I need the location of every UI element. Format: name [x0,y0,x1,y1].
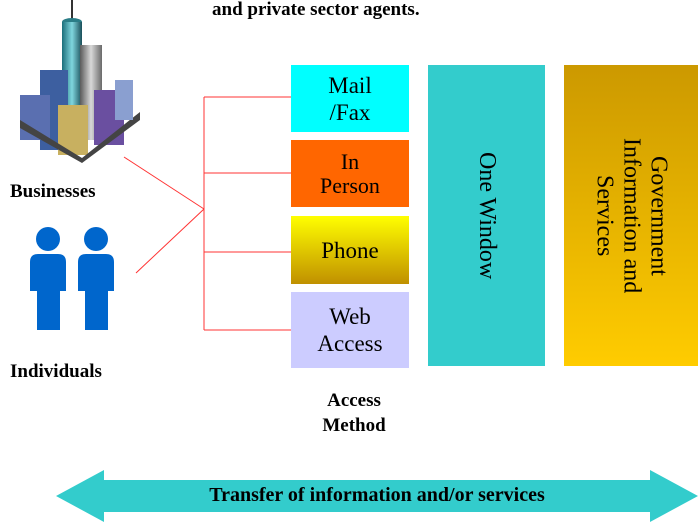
web-access-label-line1: Web [329,304,371,329]
title-text: and private sector agents. [212,0,420,20]
mail-fax-box: Mail /Fax [291,65,409,132]
in-person-label-line2: Person [320,172,380,198]
transfer-double-arrow-icon [56,470,698,522]
access-method-caption: Access Method [298,388,410,438]
government-label-line1: Government [645,155,672,276]
mail-fax-label-line1: Mail [328,72,372,98]
phone-label: Phone [321,237,379,263]
web-access-label-line2: Access [317,331,383,356]
transfer-label: Transfer of information and/or services [209,484,545,506]
one-window-panel: One Window [428,65,545,366]
mail-fax-label-line2: /Fax [329,99,371,125]
individuals-people-icon [30,227,114,330]
web-access-box: Web Access [291,292,409,368]
one-window-label: One Window [474,151,500,280]
individuals-label: Individuals [10,361,102,382]
diagram-title: and private sector agents. [0,0,698,30]
in-person-label-line1: In [340,148,360,174]
government-label-line2: Information and [618,137,645,294]
government-label: Government Information and Services [591,138,672,293]
access-method-caption-line2: Method [322,415,386,436]
access-method-caption-line1: Access [327,390,381,411]
in-person-box: In Person [291,140,409,207]
businesses-label: Businesses [10,181,96,202]
connector-line-businesses [123,156,205,210]
government-label-line3: Services [591,174,618,257]
connector-line-individuals [135,208,205,274]
government-panel: Government Information and Services [564,65,698,366]
phone-box: Phone [291,216,409,284]
buildings-illustration-icon [20,0,140,163]
